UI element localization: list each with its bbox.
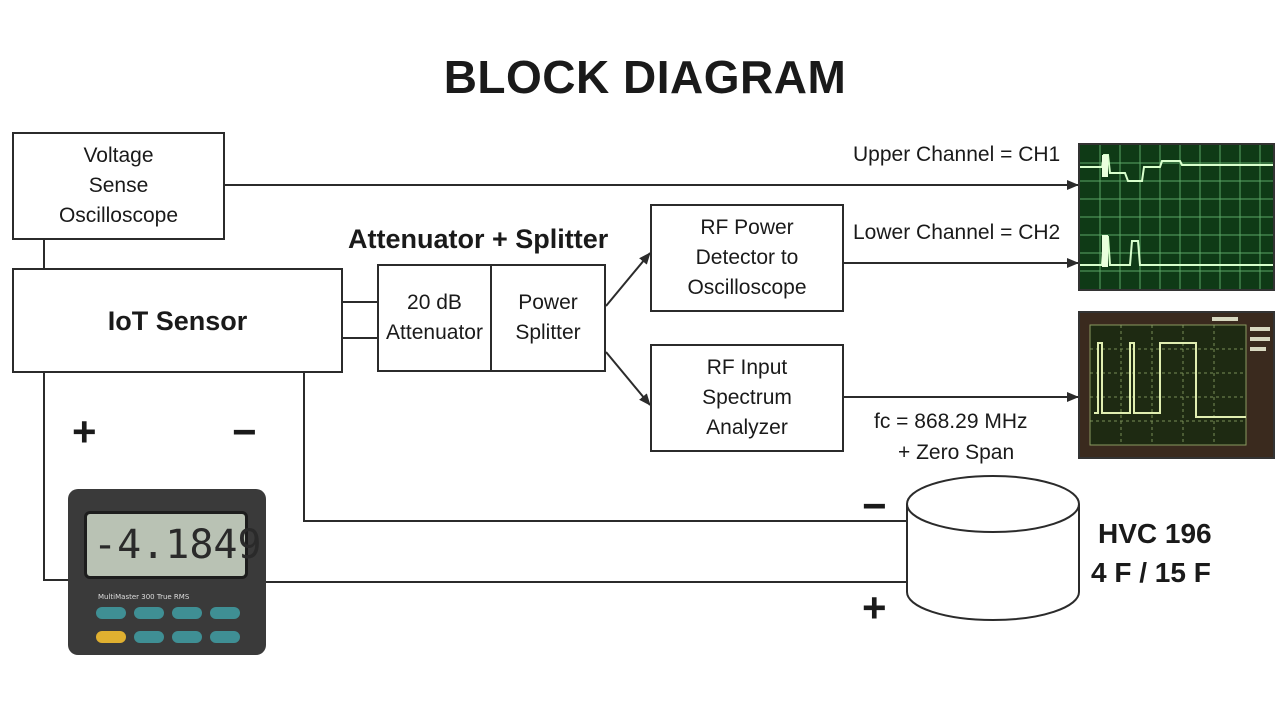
spectrum-analyzer-block: RF Input Spectrum Analyzer — [650, 344, 844, 452]
meter-button[interactable] — [172, 607, 202, 619]
battery-plus-sign: + — [862, 584, 887, 631]
voltage-sense-oscilloscope-block: Voltage Sense Oscilloscope — [12, 132, 225, 240]
battery-minus-sign: − — [862, 482, 887, 529]
attenuator-label: 20 dB Attenuator — [386, 291, 483, 344]
minus-sign-left: − — [232, 408, 257, 455]
iot-sensor-block: IoT Sensor — [12, 268, 343, 373]
wire-split-analyzer — [605, 351, 651, 406]
battery-label-line1: HVC 196 — [1098, 518, 1212, 549]
splitter-block: Power Splitter — [490, 264, 606, 372]
oscilloscope-trace — [1080, 145, 1273, 289]
meter-button[interactable] — [134, 607, 164, 619]
multimeter-reading: -4.1849 — [84, 511, 262, 579]
rf-detector-label: RF Power Detector to Oscilloscope — [687, 216, 807, 299]
zero-span-label: + Zero Span — [898, 441, 1015, 464]
fc-label: fc = 868.29 MHz — [874, 410, 1028, 433]
upper-channel-label: Upper Channel = CH1 — [853, 143, 1061, 166]
spectrum-trace — [1080, 313, 1273, 457]
plus-sign-left: + — [72, 408, 97, 455]
meter-button[interactable] — [210, 607, 240, 619]
battery-label-line2: 4 F / 15 F — [1091, 557, 1211, 588]
voltage-scope-label: Voltage Sense Oscilloscope — [58, 144, 179, 227]
meter-select-button[interactable] — [96, 631, 126, 643]
multimeter-brand: MultiMaster 300 True RMS — [98, 593, 190, 601]
meter-button[interactable] — [172, 631, 202, 643]
wire-split-detector — [605, 252, 651, 307]
oscilloscope-screen — [1078, 143, 1275, 291]
attenuator-block: 20 dB Attenuator — [377, 264, 492, 372]
att-splitter-heading: Attenuator + Splitter — [348, 224, 609, 254]
meter-button[interactable] — [210, 631, 240, 643]
rf-power-detector-block: RF Power Detector to Oscilloscope — [650, 204, 844, 312]
splitter-label: Power Splitter — [515, 291, 581, 344]
meter-button[interactable] — [96, 607, 126, 619]
lower-channel-label: Lower Channel = CH2 — [853, 221, 1061, 244]
meter-button[interactable] — [134, 631, 164, 643]
diagram-title: BLOCK DIAGRAM — [443, 51, 847, 103]
iot-sensor-label: IoT Sensor — [107, 305, 248, 336]
hvc-battery-cylinder — [906, 475, 1080, 621]
spectrum-analyzer-screen — [1078, 311, 1275, 459]
multimeter: -4.1849 MultiMaster 300 True RMS — [68, 489, 266, 655]
wire-plus-lead — [43, 328, 68, 581]
spectrum-analyzer-label: RF Input Spectrum Analyzer — [702, 356, 792, 439]
wire-minus-lead — [303, 373, 907, 522]
